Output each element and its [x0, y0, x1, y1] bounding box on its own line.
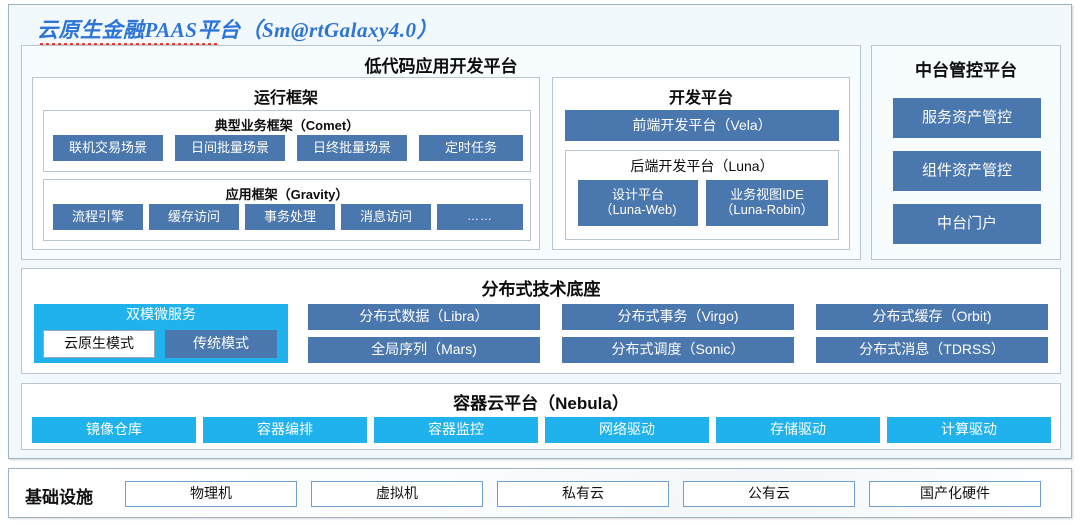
distributed-foundation-panel: 分布式技术底座 双模微服务 云原生模式 传统模式 分布式数据（Libra） 分布… [21, 268, 1061, 374]
gravity-item-0[interactable]: 流程引擎 [53, 204, 143, 230]
dual-mode-item-0[interactable]: 云原生模式 [43, 330, 155, 358]
container-item-5[interactable]: 计算驱动 [887, 417, 1051, 443]
foundation-item-tdrss[interactable]: 分布式消息（TDRSS） [816, 337, 1048, 363]
luna-robin-chip[interactable]: 业务视图IDE （Luna-Robin） [706, 180, 828, 226]
comet-item-2[interactable]: 日终批量场景 [297, 135, 407, 161]
gravity-item-3[interactable]: 消息访问 [341, 204, 431, 230]
runtime-framework-panel: 运行框架 典型业务框架（Comet） 联机交易场景 日间批量场景 日终批量场景 … [32, 77, 540, 250]
backend-dev-platform-heading: 后端开发平台（Luna） [630, 158, 774, 174]
luna-robin-line1: 业务视图IDE [730, 187, 804, 203]
infrastructure-item-3[interactable]: 公有云 [683, 481, 855, 507]
infrastructure-item-1[interactable]: 虚拟机 [311, 481, 483, 507]
comet-panel: 典型业务框架（Comet） 联机交易场景 日间批量场景 日终批量场景 定时任务 [43, 110, 531, 172]
container-cloud-heading: 容器云平台（Nebula） [453, 394, 629, 413]
mid-platform-item-1[interactable]: 组件资产管控 [893, 151, 1041, 191]
foundation-item-virgo[interactable]: 分布式事务（Virgo) [562, 304, 794, 330]
foundation-item-libra[interactable]: 分布式数据（Libra） [308, 304, 540, 330]
distributed-foundation-heading: 分布式技术底座 [481, 280, 601, 299]
container-item-4[interactable]: 存储驱动 [716, 417, 880, 443]
comet-item-1[interactable]: 日间批量场景 [175, 135, 285, 161]
mid-platform-item-0[interactable]: 服务资产管控 [893, 98, 1041, 138]
luna-robin-line2: （Luna-Robin） [720, 202, 814, 217]
gravity-item-1[interactable]: 缓存访问 [149, 204, 239, 230]
mid-platform-heading: 中台管控平台 [915, 61, 1017, 80]
dual-mode-item-1[interactable]: 传统模式 [165, 330, 277, 358]
dev-platform-heading: 开发平台 [668, 90, 733, 107]
backend-dev-platform-panel: 后端开发平台（Luna） 设计平台 （Luna-Web) 业务视图IDE （Lu… [565, 150, 839, 240]
lowcode-platform-panel: 低代码应用开发平台 运行框架 典型业务框架（Comet） 联机交易场景 日间批量… [21, 45, 861, 260]
container-item-3[interactable]: 网络驱动 [545, 417, 709, 443]
infrastructure-label: 基础设施 [25, 488, 93, 507]
infrastructure-panel: 基础设施 物理机 虚拟机 私有云 公有云 国产化硬件 [8, 468, 1072, 518]
page-title-text: 云原生金融PAAS平台（Sm@rtGalaxy4.0） [37, 18, 439, 42]
luna-web-line2: （Luna-Web) [599, 202, 677, 217]
foundation-item-orbit[interactable]: 分布式缓存（Orbit) [816, 304, 1048, 330]
page-title: 云原生金融PAAS平台（Sm@rtGalaxy4.0） [37, 14, 439, 48]
gravity-item-2[interactable]: 事务处理 [245, 204, 335, 230]
container-cloud-panel: 容器云平台（Nebula） 镜像仓库 容器编排 容器监控 网络驱动 存储驱动 计… [21, 383, 1061, 450]
gravity-panel: 应用框架（Gravity） 流程引擎 缓存访问 事务处理 消息访问 …… [43, 179, 531, 241]
lowcode-platform-heading: 低代码应用开发平台 [364, 57, 518, 76]
main-frame: 云原生金融PAAS平台（Sm@rtGalaxy4.0） 低代码应用开发平台 运行… [8, 4, 1072, 459]
infrastructure-item-4[interactable]: 国产化硬件 [869, 481, 1041, 507]
frontend-dev-platform-chip[interactable]: 前端开发平台（Vela） [565, 110, 839, 141]
dual-mode-heading: 双模微服务 [126, 306, 196, 322]
mid-platform-item-2[interactable]: 中台门户 [893, 204, 1041, 244]
gravity-heading: 应用框架（Gravity） [225, 187, 349, 202]
infrastructure-item-0[interactable]: 物理机 [125, 481, 297, 507]
gravity-item-4[interactable]: …… [437, 204, 523, 230]
foundation-item-mars[interactable]: 全局序列（Mars) [308, 337, 540, 363]
comet-item-3[interactable]: 定时任务 [419, 135, 523, 161]
luna-web-line1: 设计平台 [611, 187, 664, 203]
container-item-2[interactable]: 容器监控 [374, 417, 538, 443]
container-item-1[interactable]: 容器编排 [203, 417, 367, 443]
dual-mode-microservice-panel: 双模微服务 云原生模式 传统模式 [34, 304, 288, 363]
comet-heading: 典型业务框架（Comet） [214, 118, 360, 133]
container-item-0[interactable]: 镜像仓库 [32, 417, 196, 443]
dev-platform-panel: 开发平台 前端开发平台（Vela） 后端开发平台（Luna） 设计平台 （Lun… [552, 77, 850, 250]
luna-web-chip[interactable]: 设计平台 （Luna-Web) [578, 180, 698, 226]
mid-platform-panel: 中台管控平台 服务资产管控 组件资产管控 中台门户 [871, 45, 1061, 260]
runtime-framework-heading: 运行框架 [253, 90, 318, 107]
foundation-item-sonic[interactable]: 分布式调度（Sonic） [562, 337, 794, 363]
infrastructure-item-2[interactable]: 私有云 [497, 481, 669, 507]
comet-item-0[interactable]: 联机交易场景 [53, 135, 163, 161]
